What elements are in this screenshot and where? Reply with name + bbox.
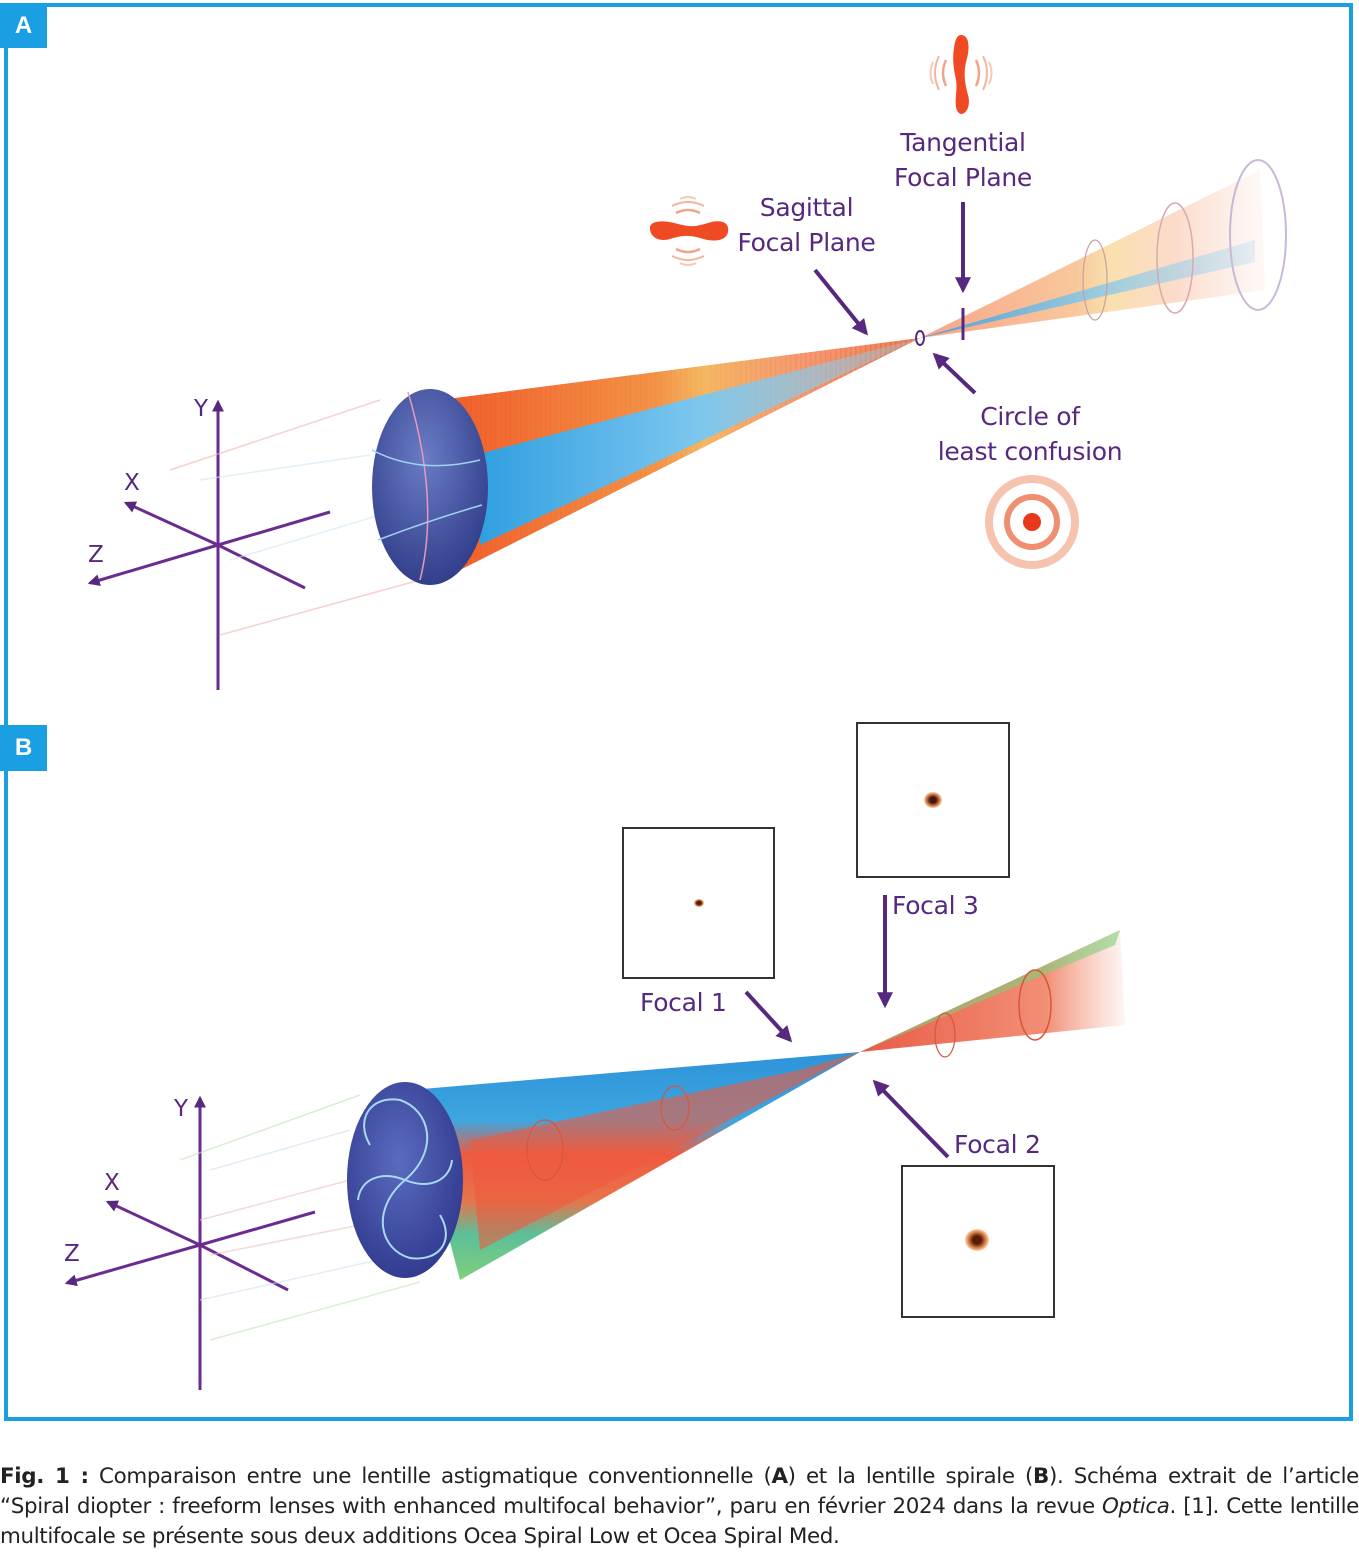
- focal-2-arrow: [872, 1079, 950, 1159]
- sagittal-focal-plane-label: Sagittal Focal Plane: [724, 190, 889, 260]
- caption-ref-a: A: [771, 1464, 788, 1489]
- figure-caption: Fig. 1 : Comparaison entre une lentille …: [0, 1462, 1359, 1552]
- circle-label-line-2: least confusion: [937, 437, 1123, 466]
- z-axis-line: [199, 1210, 316, 1247]
- focal-1-psf-image: [622, 827, 775, 979]
- tangential-label-line-2: Focal Plane: [893, 163, 1032, 192]
- caption-text: ) et la lentille spirale (: [787, 1464, 1034, 1489]
- sagittal-label-line-2: Focal Plane: [737, 228, 876, 257]
- sagittal-label-line-1: Sagittal: [759, 193, 854, 222]
- z-axis-arrow: [87, 543, 219, 587]
- panel-a-y-label: Y: [194, 396, 209, 422]
- psf-spot: [924, 792, 942, 808]
- sagittal-arrow: [813, 268, 869, 336]
- x-axis-arrow: [105, 1200, 201, 1247]
- panel-a-z-label: Z: [88, 542, 104, 568]
- focal-1-label: Focal 1: [640, 988, 727, 1017]
- caption-prefix: Fig. 1 :: [0, 1464, 89, 1489]
- focal-3-label: Focal 3: [892, 891, 979, 920]
- panel-a-beam: [440, 159, 1287, 580]
- focal-2-label: Focal 2: [954, 1130, 1041, 1159]
- figure-illustration: [64, 35, 1287, 1390]
- psf-spot: [965, 1229, 989, 1251]
- panel-b-axes: [64, 1095, 316, 1390]
- panel-a-lens: [371, 389, 488, 585]
- caption-ref-b: B: [1033, 1464, 1049, 1489]
- z-axis-line: [217, 510, 331, 547]
- focal-2-psf-image: [901, 1165, 1055, 1318]
- focal-3-psf-image: [856, 722, 1010, 878]
- tangential-focal-plane-label: Tangential Focal Plane: [878, 125, 1048, 195]
- tangential-psf-icon: [929, 35, 993, 115]
- psf-spot: [694, 899, 704, 907]
- panel-b-spiral-lens: [347, 1082, 463, 1278]
- panel-b-y-label: Y: [174, 1096, 189, 1122]
- sagittal-psf-icon: [650, 196, 729, 266]
- focal-1-arrow: [744, 990, 793, 1043]
- tangential-label-line-1: Tangential: [900, 128, 1026, 157]
- panel-b-tab: B: [0, 725, 47, 771]
- panel-a-incoming-rays: [169, 399, 421, 636]
- panel-b-incoming-rays: [179, 1094, 421, 1341]
- x-axis-line: [199, 1243, 289, 1292]
- panel-a-x-label: X: [124, 470, 140, 496]
- x-axis-arrow: [123, 501, 219, 547]
- caption-journal: Optica: [1102, 1494, 1170, 1519]
- panel-b-x-label: X: [104, 1170, 120, 1196]
- circle-psf-icon: [985, 475, 1079, 569]
- panel-a-tab: A: [0, 3, 47, 48]
- z-axis-arrow: [64, 1243, 201, 1287]
- circle-label-line-1: Circle of: [980, 402, 1080, 431]
- panel-a-axes: [87, 399, 331, 690]
- circle-arrow: [932, 352, 977, 395]
- figure-frame: [4, 3, 1353, 1421]
- caption-text: ). Schéma extrait de l’article “Spiral d…: [0, 1464, 1359, 1519]
- circle-of-least-confusion-label: Circle of least confusion: [925, 399, 1135, 469]
- caption-text: Comparaison entre une lentille astigmati…: [88, 1464, 772, 1489]
- panel-b-z-label: Z: [64, 1241, 80, 1267]
- panel-b-beam: [410, 930, 1125, 1280]
- x-axis-line: [217, 543, 306, 590]
- caption-text: . [1]. Cette lentille multifocale se pré…: [0, 1494, 1359, 1549]
